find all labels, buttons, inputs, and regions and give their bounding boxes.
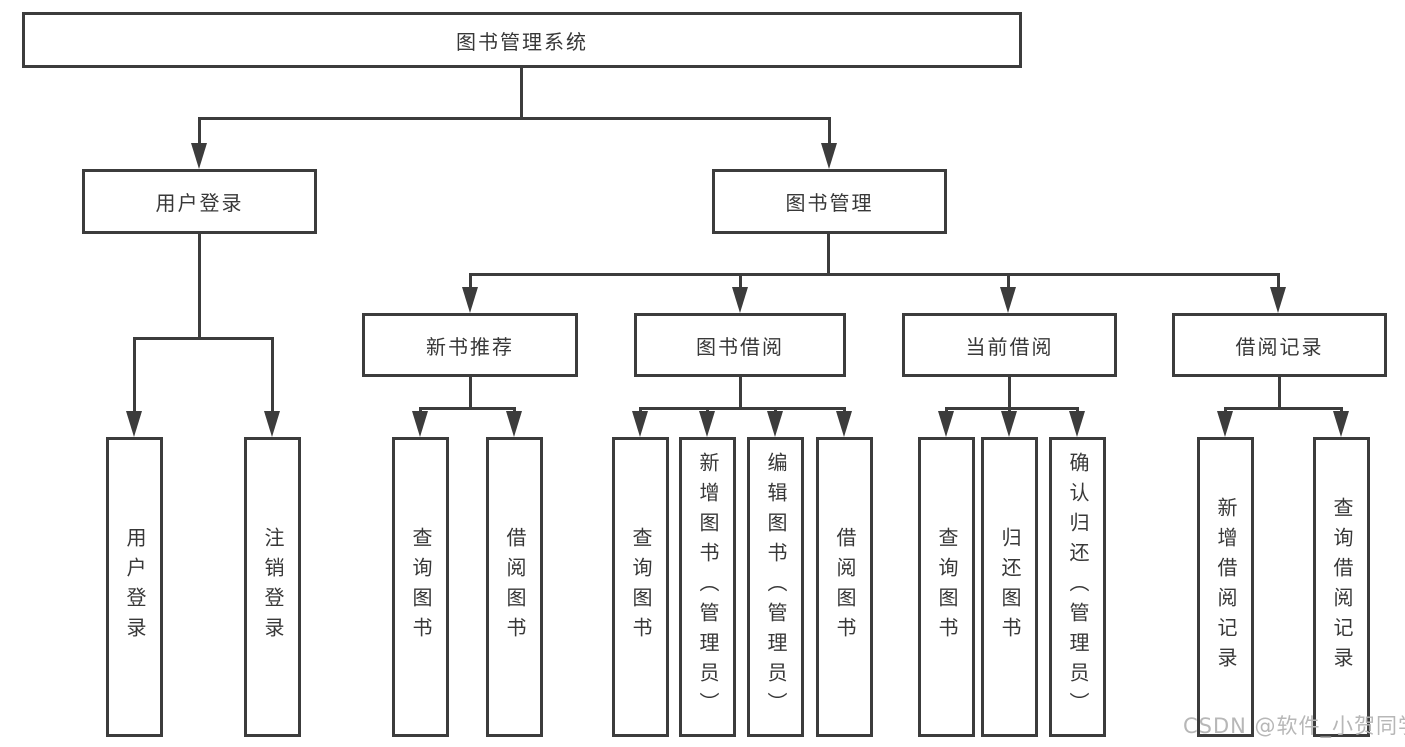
connector-line [520,67,523,119]
node-user-login: 用户登录 [82,169,317,234]
connector-line [198,234,201,340]
arrow-down-icon [699,411,715,437]
connector-line [1277,273,1280,291]
leaf-borrow-books-recommend: 借阅图书 [486,437,543,737]
connector-line [419,407,516,410]
connector-line [469,273,1280,276]
leaf-confirm-return-admin: 确认归还（管理员） [1049,437,1106,737]
arrow-down-icon [1333,411,1349,437]
leaf-label: 借阅图书 [503,527,527,647]
connector-line [1278,377,1281,410]
arrow-down-icon [836,411,852,437]
node-book-management: 图书管理 [712,169,947,234]
connector-line [739,273,742,291]
csdn-watermark: CSDN @软件_小贺同学 [1183,714,1405,738]
connector-line [133,337,136,413]
leaf-label: 查询图书 [935,527,959,647]
arrow-down-icon [1217,411,1233,437]
connector-line [469,377,472,410]
leaf-label: 新增借阅记录 [1214,497,1238,677]
leaf-label: 注销登录 [261,527,285,647]
connector-line [1008,377,1011,410]
connector-line [945,407,1079,410]
leaf-search-books-borrowing: 查询图书 [612,437,669,737]
leaf-user-login: 用户登录 [106,437,163,737]
connector-line [198,117,831,120]
leaf-logout: 注销登录 [244,437,301,737]
arrow-down-icon [1069,411,1085,437]
connector-line [133,337,274,340]
leaf-label: 新增图书（管理员） [696,452,720,722]
node-label: 借阅记录 [1235,334,1324,359]
leaf-borrow-books: 借阅图书 [816,437,873,737]
node-borrowing-records: 借阅记录 [1172,313,1387,377]
node-label: 图书管理系统 [456,29,588,54]
leaf-label: 查询图书 [629,527,653,647]
leaf-search-books-recommend: 查询图书 [392,437,449,737]
connector-line [639,407,846,410]
arrow-down-icon [632,411,648,437]
node-label: 图书管理 [785,191,874,215]
leaf-search-books-current: 查询图书 [918,437,975,737]
arrow-down-icon [1001,411,1017,437]
connector-line [271,337,274,413]
arrow-down-icon [821,143,837,169]
arrow-down-icon [938,411,954,437]
node-label: 图书借阅 [696,334,784,359]
connector-line [1007,273,1010,291]
leaf-add-borrow-record: 新增借阅记录 [1197,437,1254,737]
connector-line [828,117,831,149]
arrow-down-icon [462,287,478,313]
arrow-down-icon [1000,287,1016,313]
connector-line [827,234,830,276]
arrow-down-icon [264,411,280,437]
connector-line [739,377,742,410]
leaf-edit-books-admin: 编辑图书（管理员） [747,437,804,737]
arrow-down-icon [506,411,522,437]
connector-line [198,117,201,149]
node-book-borrowing: 图书借阅 [634,313,846,377]
leaf-label: 归还图书 [998,527,1022,647]
leaf-label: 查询图书 [409,527,433,647]
connector-line [1224,407,1343,410]
node-label: 新书推荐 [426,334,514,359]
arrow-down-icon [191,143,207,169]
leaf-return-books: 归还图书 [981,437,1038,737]
arrow-down-icon [767,411,783,437]
arrow-down-icon [1270,287,1286,313]
leaf-label: 确认归还（管理员） [1066,452,1090,722]
node-new-book-recommendation: 新书推荐 [362,313,578,377]
node-label: 当前借阅 [965,334,1054,359]
node-current-borrowing: 当前借阅 [902,313,1117,377]
leaf-add-books-admin: 新增图书（管理员） [679,437,736,737]
leaf-label: 编辑图书（管理员） [764,452,788,722]
leaf-label: 借阅图书 [833,527,857,647]
arrow-down-icon [732,287,748,313]
leaf-label: 用户登录 [123,527,147,647]
node-library-management-system: 图书管理系统 [22,12,1022,68]
leaf-label: 查询借阅记录 [1330,497,1354,677]
arrow-down-icon [412,411,428,437]
connector-line [469,273,472,291]
leaf-search-borrow-record: 查询借阅记录 [1313,437,1370,737]
arrow-down-icon [126,411,142,437]
node-label: 用户登录 [155,191,244,215]
